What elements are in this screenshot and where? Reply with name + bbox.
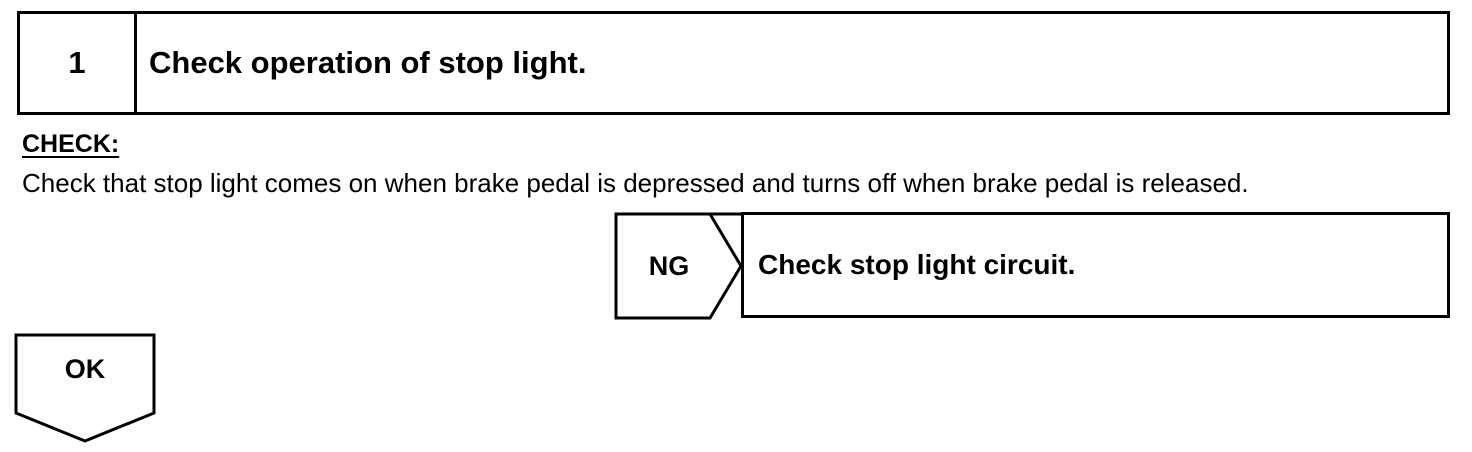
step-number: 1 — [20, 14, 137, 112]
ok-label: OK — [64, 354, 106, 384]
ok-arrow-box — [14, 333, 156, 443]
ng-result-text: Check stop light circuit. — [758, 249, 1076, 280]
ng-label: NG — [648, 250, 690, 281]
step-title: Check operation of stop light. — [149, 45, 587, 80]
ng-arrow-box — [614, 212, 743, 320]
ng-result-box: Check stop light circuit. — [741, 212, 1450, 318]
step-header: 1 Check operation of stop light. — [17, 11, 1450, 115]
check-instruction: Check that stop light comes on when brak… — [22, 168, 1249, 198]
check-heading: CHECK: — [22, 130, 120, 158]
